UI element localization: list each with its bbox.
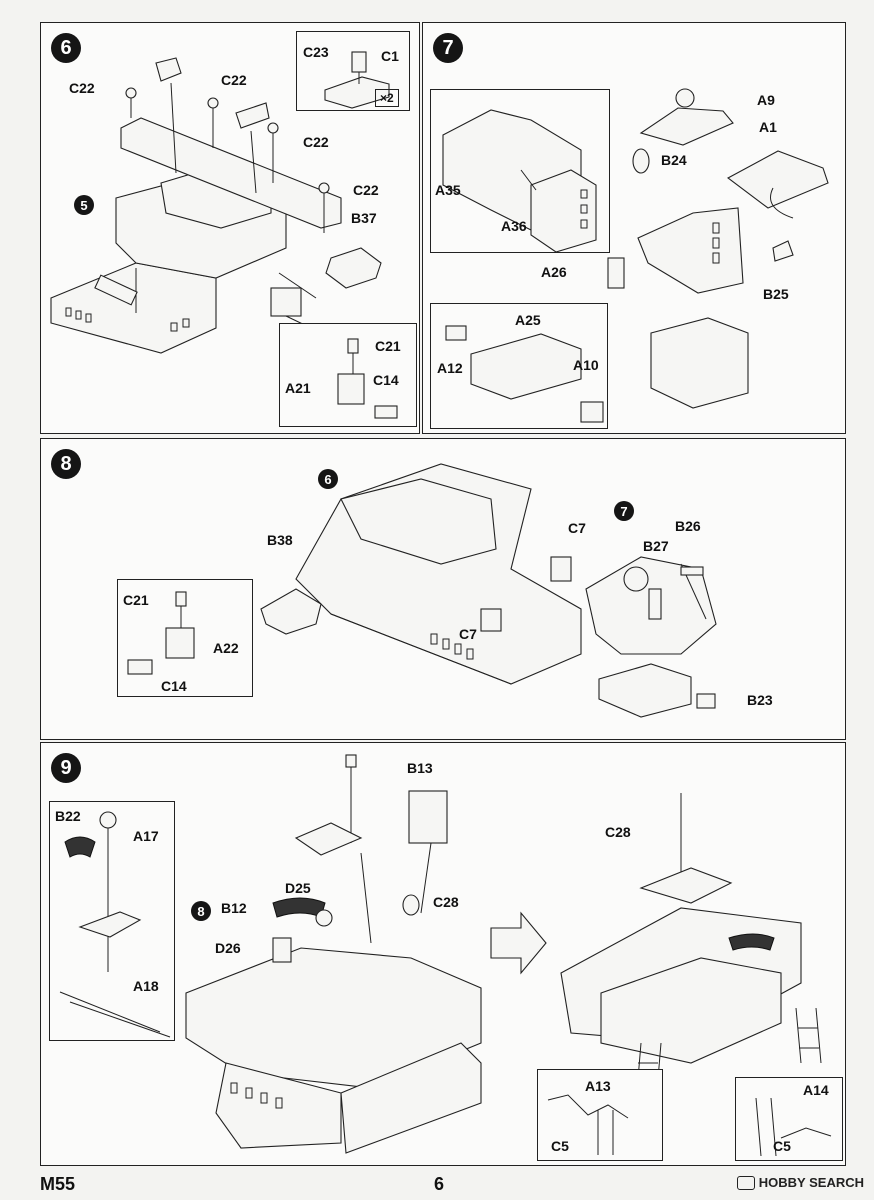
step-6-ref-5: 5 — [74, 195, 94, 215]
label-b25: B25 — [763, 286, 789, 302]
label-b37: B37 — [351, 210, 377, 226]
label-a9: A9 — [757, 92, 775, 108]
step-6-subassembly-c1 — [296, 31, 410, 111]
step-8-ref-7: 7 — [614, 501, 634, 521]
step-9-subassembly-a13 — [537, 1069, 663, 1161]
label-a25: A25 — [515, 312, 541, 328]
label-c5-b: C5 — [773, 1138, 791, 1154]
series-code: M55 — [40, 1174, 76, 1194]
step-6-number: 6 — [51, 33, 81, 63]
a35-a36-part-drawing — [442, 109, 597, 253]
label-d26: D26 — [215, 940, 241, 956]
a13-part-drawing — [547, 1094, 629, 1155]
label-d25: D25 — [285, 880, 311, 896]
label-b26: B26 — [675, 518, 701, 534]
label-a14: A14 — [803, 1082, 829, 1098]
c1-part-drawing — [324, 51, 390, 109]
label-a12: A12 — [437, 360, 463, 376]
step-7-panel: 7 A35 A36 A9 A1 B24 A26 B25 A12 A25 A10 — [422, 22, 846, 434]
label-c22-b: C22 — [221, 72, 247, 88]
label-b27: B27 — [643, 538, 669, 554]
label-c1: C1 — [381, 48, 399, 64]
label-a18: A18 — [133, 978, 159, 994]
a21-part-drawing — [337, 338, 398, 419]
watermark-text: HOBBY SEARCH — [758, 1175, 864, 1190]
step-6-illustration — [50, 57, 382, 354]
label-c22-a: C22 — [69, 80, 95, 96]
step-9-subassembly-a14 — [735, 1077, 843, 1161]
step-8-ref-6: 6 — [318, 469, 338, 489]
step-8-subassembly-a22 — [117, 579, 253, 697]
label-c28-b: C28 — [605, 824, 631, 840]
step-8-illustration — [260, 463, 717, 718]
label-c7-b: C7 — [459, 626, 477, 642]
label-a22: A22 — [213, 640, 239, 656]
label-a13: A13 — [585, 1078, 611, 1094]
label-a1: A1 — [759, 119, 777, 135]
step-7-illustration — [607, 88, 829, 294]
quantity-x2-badge: ×2 — [375, 89, 399, 107]
step-6-subassembly-a21 — [279, 323, 417, 427]
label-b22: B22 — [55, 808, 81, 824]
label-a10: A10 — [573, 357, 599, 373]
label-c22-d: C22 — [353, 182, 379, 198]
step-7-subassembly-a25 — [430, 303, 608, 429]
label-a35: A35 — [435, 182, 461, 198]
step-9-panel: 9 B22 A17 A18 — [40, 742, 846, 1166]
label-c14-step6: C14 — [373, 372, 399, 388]
step-7-number: 7 — [433, 33, 463, 63]
label-b38: B38 — [267, 532, 293, 548]
hobby-search-watermark: HOBBY SEARCH — [736, 1175, 864, 1190]
step-7-subassembly-a35 — [430, 89, 610, 253]
step-9-illustration — [185, 754, 822, 1154]
a25-part-drawing — [445, 325, 604, 423]
label-c21-step8: C21 — [123, 592, 149, 608]
label-a26: A26 — [541, 264, 567, 280]
label-b23: B23 — [747, 692, 773, 708]
label-c21-step6: C21 — [375, 338, 401, 354]
hobby-search-logo-icon — [736, 1175, 755, 1190]
step-9-number: 9 — [51, 753, 81, 783]
step-6-panel: 6 — [40, 22, 420, 434]
page-number: 6 — [434, 1174, 445, 1194]
label-b12: B12 — [221, 900, 247, 916]
label-b13: B13 — [407, 760, 433, 776]
label-c14-step8: C14 — [161, 678, 187, 694]
label-c5-a: C5 — [551, 1138, 569, 1154]
a17-a18-part-drawing — [59, 811, 171, 1038]
step-9-subassembly-a17 — [49, 801, 175, 1041]
label-c7-a: C7 — [568, 520, 586, 536]
label-b24: B24 — [661, 152, 687, 168]
a22-part-drawing — [127, 591, 195, 675]
step-9-ref-8: 8 — [191, 901, 211, 921]
label-c22-c: C22 — [303, 134, 329, 150]
label-c28-a: C28 — [433, 894, 459, 910]
step-8-number: 8 — [51, 449, 81, 479]
label-a17: A17 — [133, 828, 159, 844]
a14-part-drawing — [755, 1097, 832, 1157]
label-a36: A36 — [501, 218, 527, 234]
label-a21: A21 — [285, 380, 311, 396]
step-8-panel: 8 6 7 B38 C7 C7 B26 B27 B23 — [40, 438, 846, 740]
label-c23: C23 — [303, 44, 329, 60]
